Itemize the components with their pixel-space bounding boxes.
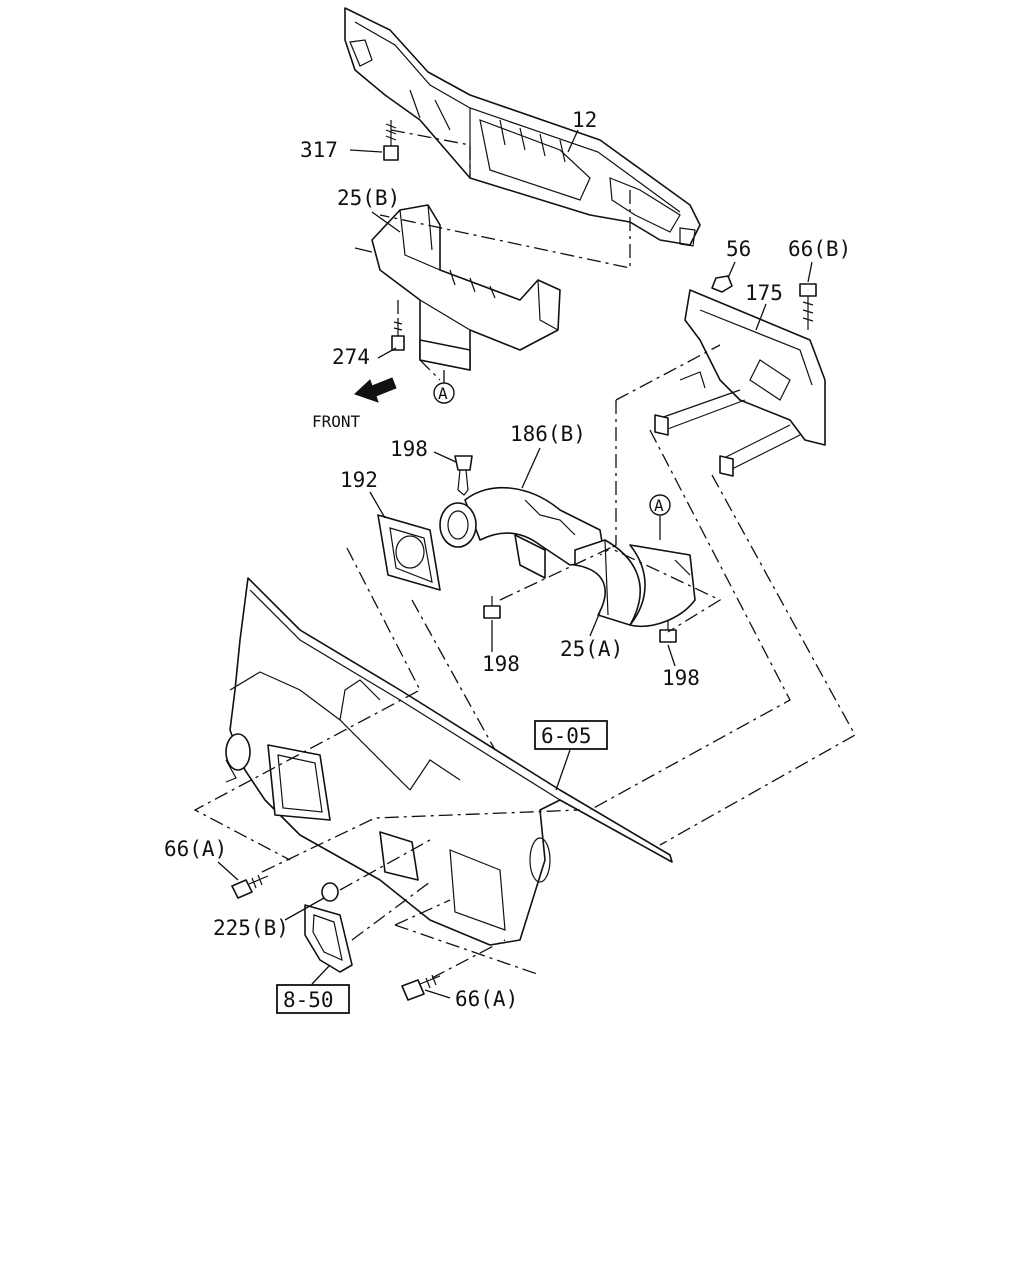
part-66a-bolt-bottom: [401, 974, 441, 1001]
callout-198-mid: 198: [482, 652, 520, 676]
callout-198-right: 198: [662, 666, 700, 690]
guide-lines: [193, 129, 856, 979]
callout-225b: 225(B): [213, 916, 289, 940]
callout-175: 175: [745, 281, 783, 305]
callout-198-top: 198: [390, 437, 428, 461]
part-66b-bolt: [799, 283, 817, 330]
part-12-cowl-duct: [344, 7, 701, 247]
part-25b-side-duct: [354, 204, 561, 371]
svg-text:A: A: [654, 496, 664, 515]
dash-panel: [225, 577, 673, 946]
connection-marker-a-2: A: [649, 494, 671, 516]
callout-186b: 186(B): [510, 422, 586, 446]
svg-text:6-05: 6-05: [541, 724, 592, 748]
callout-25b: 25(B): [337, 186, 400, 210]
part-186b-hose: [439, 486, 606, 579]
part-198-clip-mid: [483, 596, 501, 619]
svg-text:8-50: 8-50: [283, 988, 334, 1012]
reference-box-8-50: 8-50: [276, 984, 350, 1014]
front-label: FRONT: [312, 412, 361, 431]
callout-192: 192: [340, 468, 378, 492]
part-192-frame: [377, 514, 441, 591]
part-56-nut: [711, 275, 733, 293]
callout-25a: 25(A): [560, 637, 623, 661]
part-66a-bolt-left: [231, 874, 269, 899]
callout-66b: 66(B): [788, 237, 851, 261]
part-seal: [304, 904, 353, 973]
arrow-front-icon: [354, 377, 397, 403]
part-274-clip: [391, 318, 405, 351]
part-175-bracket: [654, 289, 826, 477]
callout-labels: 12 317 25(B) 274 56 66(B) 175 198 186(B)…: [164, 108, 851, 1011]
svg-text:A: A: [438, 384, 448, 403]
part-25a-duct: [574, 539, 696, 627]
callout-66a-bottom: 66(A): [455, 987, 518, 1011]
part-225b-grommet: [321, 882, 339, 902]
connection-marker-a-1: A: [433, 382, 455, 404]
callout-56: 56: [726, 237, 751, 261]
callout-317: 317: [300, 138, 338, 162]
callout-66a-left: 66(A): [164, 837, 227, 861]
reference-box-6-05: 6-05: [534, 720, 608, 750]
part-317-screw: [383, 120, 399, 161]
callout-274: 274: [332, 345, 370, 369]
callout-12: 12: [572, 108, 597, 132]
part-198-clip-top: [454, 455, 473, 496]
